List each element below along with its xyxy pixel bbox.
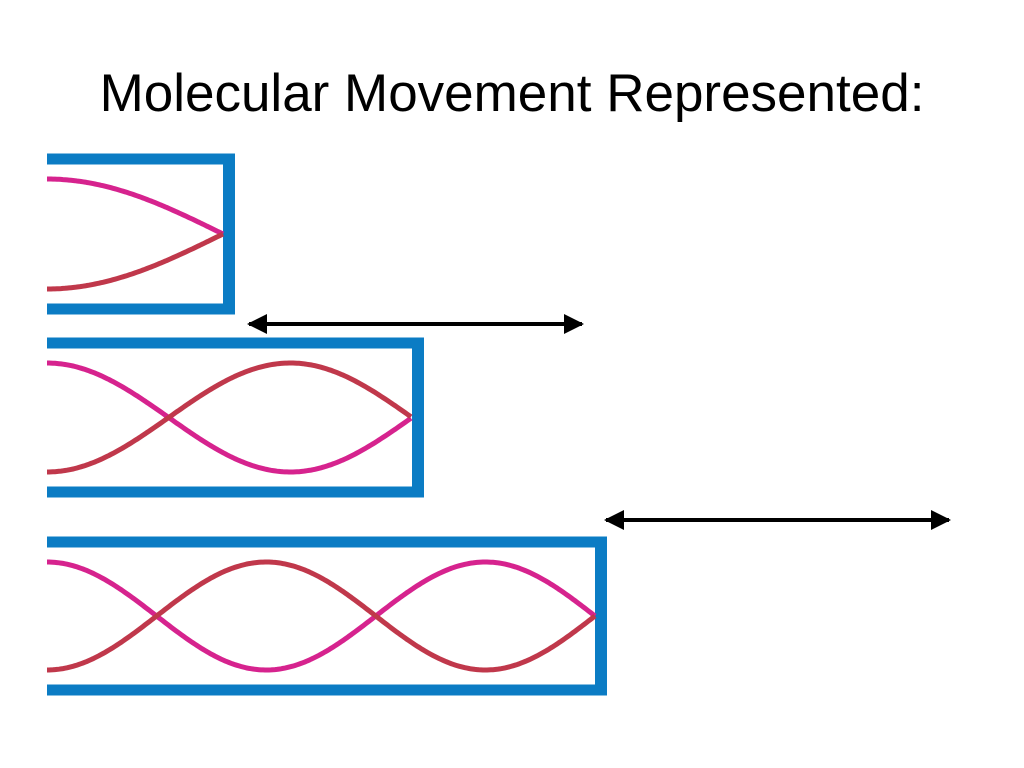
wave-envelope-lower (47, 231, 225, 292)
wave-envelope-lower (47, 360, 413, 475)
wave-envelope-upper (47, 559, 597, 673)
wave-envelope-lower (47, 559, 597, 673)
tube-five-half-wavelengths (47, 536, 607, 696)
wave-envelope-upper (47, 360, 413, 475)
slide-title: Molecular Movement Represented: (99, 64, 925, 123)
tube-one-half-wavelength (47, 153, 235, 315)
tube-three-half-wavelengths (47, 337, 424, 498)
wave-envelope-upper (47, 176, 225, 237)
